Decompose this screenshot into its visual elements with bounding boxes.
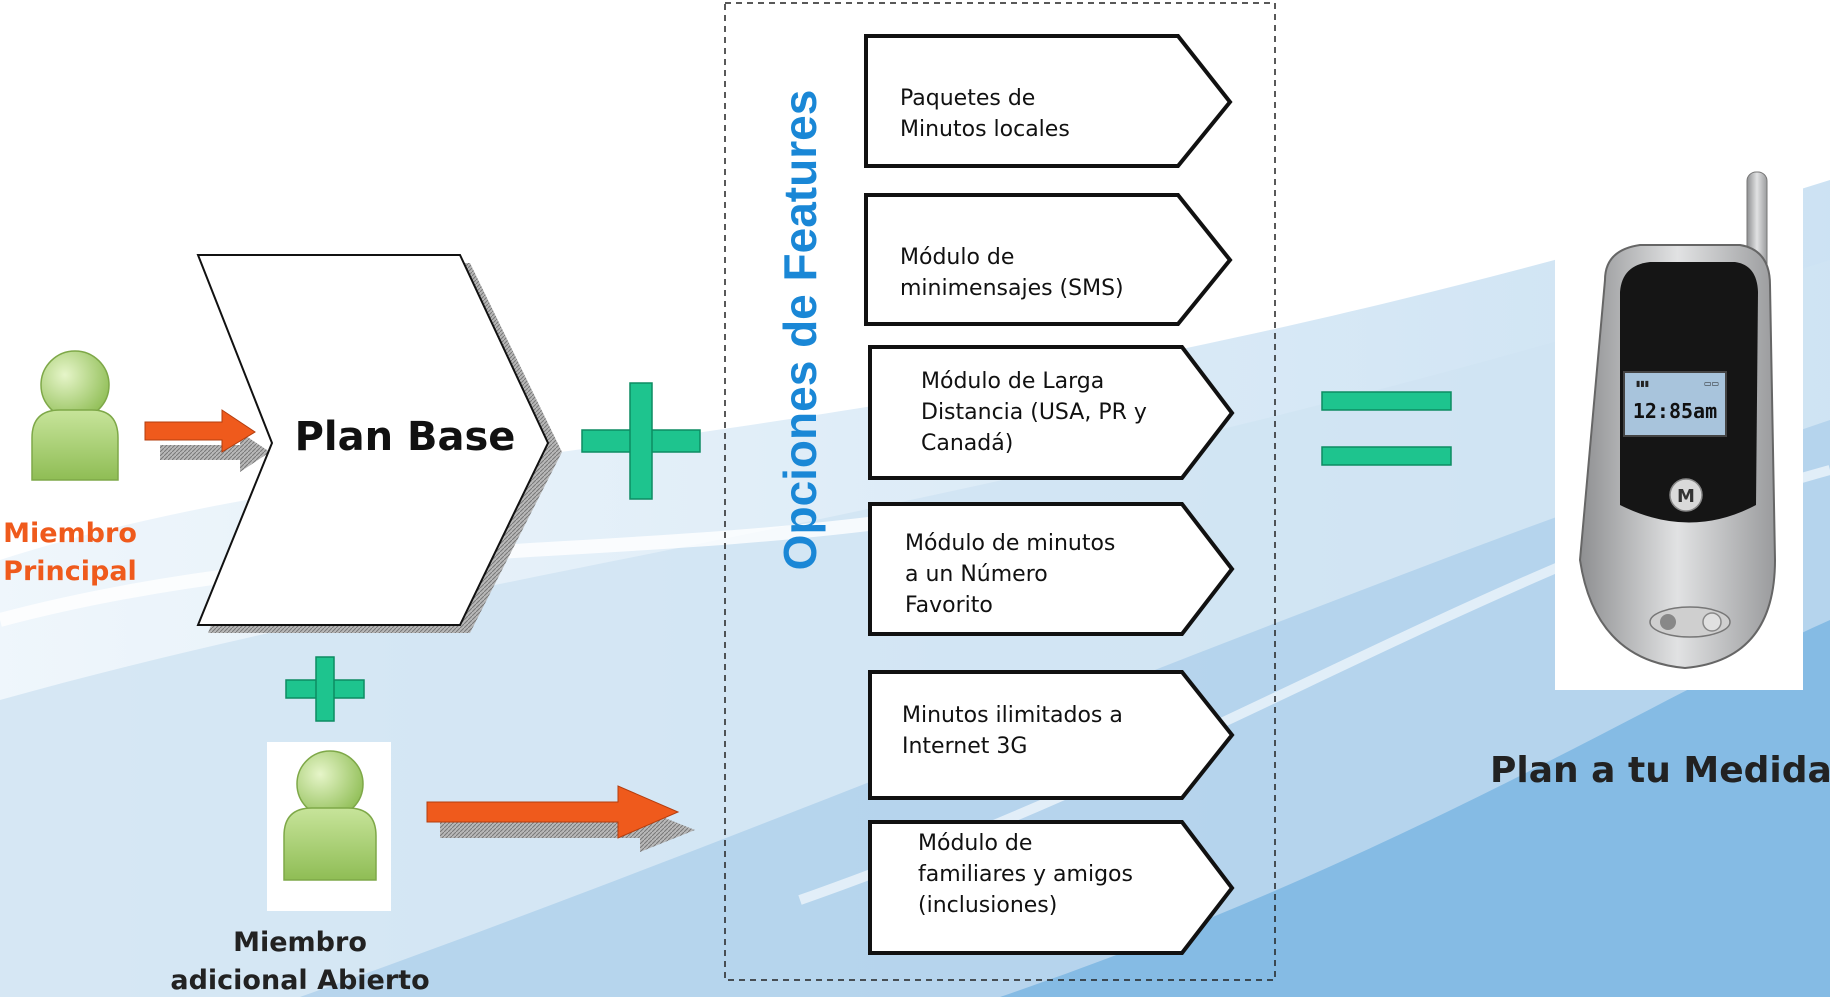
feature-option-6-line3: (inclusiones)	[918, 893, 1058, 918]
phone-image: 12:85am ▮▮▮ ▭▭ M	[1555, 150, 1803, 690]
plus-sign-below	[285, 656, 365, 722]
feature-box-4	[868, 502, 1235, 636]
additional-member-label-line2: adicional Abierto	[170, 965, 430, 996]
phone-logo-glyph: M	[1677, 486, 1695, 507]
result-label: Plan a tu Medida	[1490, 750, 1830, 791]
feature-box-3	[868, 345, 1235, 480]
feature-option-1-line2: Minutos locales	[900, 117, 1070, 142]
additional-member-arrow	[426, 785, 695, 852]
feature-box-5	[868, 670, 1235, 800]
feature-box-1	[864, 34, 1233, 168]
feature-option-1-line1: Paquetes de	[900, 86, 1036, 111]
features-title: Opciones de Features	[774, 89, 826, 571]
feature-option-1: Paquetes de Minutos locales	[900, 83, 1070, 145]
feature-option-2-line1: Módulo de	[900, 245, 1015, 270]
feature-option-4: Módulo de minutos a un Número Favorito	[905, 528, 1115, 621]
feature-box-6	[868, 820, 1235, 955]
additional-member-label: Miembro adicional Abierto	[150, 924, 450, 1000]
main-member-icon	[31, 350, 119, 481]
feature-option-6: Módulo de familiares y amigos (inclusion…	[918, 828, 1133, 921]
main-member-label-line2: Principal	[3, 556, 137, 587]
plan-base-label: Plan Base	[294, 414, 516, 460]
feature-option-3-line3: Canadá)	[921, 431, 1014, 456]
feature-option-5-line2: Internet 3G	[902, 734, 1028, 759]
additional-member-icon	[267, 742, 391, 911]
feature-option-5: Minutos ilimitados a Internet 3G	[902, 700, 1123, 762]
feature-option-4-line2: a un Número	[905, 562, 1048, 587]
additional-member-label-line1: Miembro	[233, 927, 367, 958]
main-member-arrow	[144, 409, 270, 472]
feature-chevrons	[864, 34, 1235, 955]
feature-option-3-line1: Módulo de Larga	[921, 369, 1105, 394]
feature-box-2	[864, 193, 1233, 326]
feature-option-2: Módulo de minimensajes (SMS)	[900, 242, 1124, 304]
feature-option-4-line3: Favorito	[905, 593, 993, 618]
feature-option-2-line2: minimensajes (SMS)	[900, 276, 1124, 301]
feature-option-6-line2: familiares y amigos	[918, 862, 1133, 887]
plan-base-chevron	[196, 254, 562, 633]
plus-sign-right	[581, 382, 701, 500]
feature-option-6-line1: Módulo de	[918, 831, 1033, 856]
phone-screen-time: 12:85am	[1633, 399, 1717, 423]
phone-status-left: ▮▮▮	[1636, 379, 1649, 388]
main-member-label: Miembro Principal	[0, 515, 140, 591]
equals-sign	[1321, 391, 1452, 466]
phone-logo-icon	[1669, 478, 1703, 512]
main-member-label-line1: Miembro	[3, 518, 137, 549]
feature-option-3-line2: Distancia (USA, PR y	[921, 400, 1147, 425]
features-dashed-container	[724, 2, 1276, 981]
feature-option-4-line1: Módulo de minutos	[905, 531, 1116, 556]
feature-option-5-line1: Minutos ilimitados a	[902, 703, 1123, 728]
phone-status-right: ▭▭	[1704, 379, 1719, 388]
feature-option-3: Módulo de Larga Distancia (USA, PR y Can…	[921, 366, 1147, 459]
